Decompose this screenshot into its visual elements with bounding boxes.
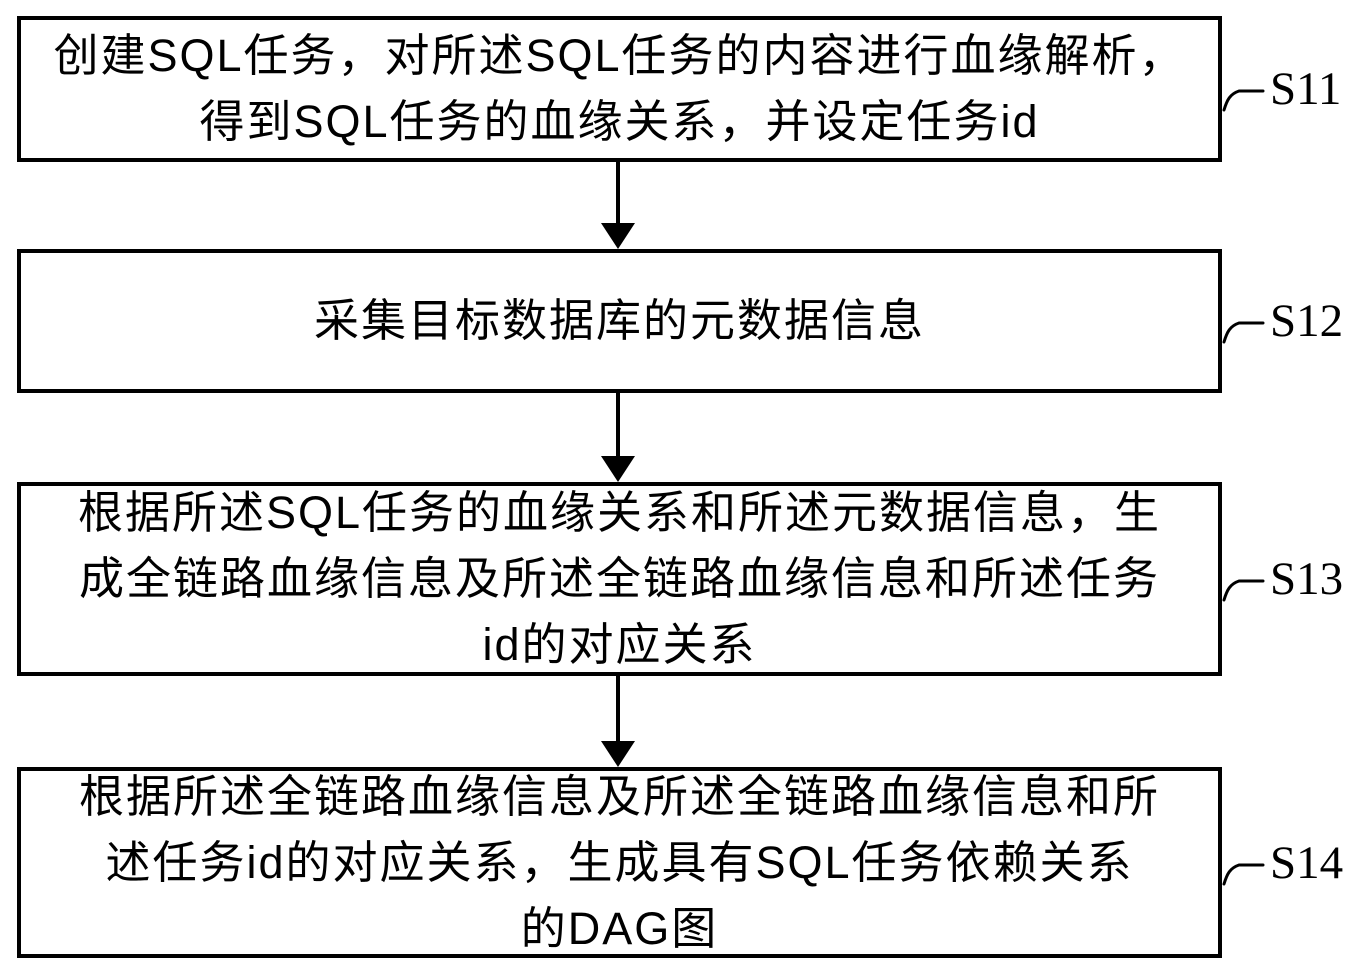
flow-arrowhead-down-icon xyxy=(601,741,635,767)
box-s11-text-line-2: 得到SQL任务的血缘关系，并设定任务id xyxy=(199,96,1040,147)
flow-arrow-line-1 xyxy=(616,162,620,226)
step-label-text: S12 xyxy=(1270,295,1344,347)
box-s13-text-line-1: 根据所述SQL任务的血缘关系和所述元数据信息，生 xyxy=(77,487,1162,538)
process-box-s12: 采集目标数据库的元数据信息 xyxy=(17,249,1222,393)
connector-tick-icon xyxy=(1222,579,1265,602)
box-s11-text-line-1: 创建SQL任务，对所述SQL任务的内容进行血缘解析， xyxy=(53,30,1186,81)
step-label-s11: S11 xyxy=(1222,63,1341,115)
step-label-text: S14 xyxy=(1270,837,1344,889)
box-s13-text-line-3: id的对应关系 xyxy=(482,619,757,670)
connector-tick-icon xyxy=(1222,89,1265,112)
connector-tick-icon xyxy=(1222,863,1265,886)
step-label-s12: S12 xyxy=(1222,295,1343,347)
box-s14-text-line-2: 述任务id的对应关系，生成具有SQL任务依赖关系 xyxy=(105,836,1134,888)
flow-arrow-line-3 xyxy=(616,676,620,744)
process-box-s13: 根据所述SQL任务的血缘关系和所述元数据信息，生 成全链路血缘信息及所述全链路血… xyxy=(17,482,1222,676)
step-label-s13: S13 xyxy=(1222,553,1343,605)
process-box-s14: 根据所述全链路血缘信息及所述全链路血缘信息和所 述任务id的对应关系，生成具有S… xyxy=(17,767,1222,958)
box-s14-text-line-3: 的DAG图 xyxy=(520,902,719,954)
flow-arrowhead-down-icon xyxy=(601,456,635,482)
flow-arrow-line-2 xyxy=(616,393,620,459)
step-label-text: S11 xyxy=(1270,63,1342,115)
box-s13-text-line-2: 成全链路血缘信息及所述全链路血缘信息和所述任务 xyxy=(78,553,1160,604)
step-label-text: S13 xyxy=(1270,553,1344,605)
process-box-s11: 创建SQL任务，对所述SQL任务的内容进行血缘解析， 得到SQL任务的血缘关系，… xyxy=(17,16,1222,162)
flow-arrowhead-down-icon xyxy=(601,223,635,249)
box-s14-text-line-1: 根据所述全链路血缘信息及所述全链路血缘信息和所 xyxy=(78,770,1160,822)
box-s12-text-line-1: 采集目标数据库的元数据信息 xyxy=(313,295,925,346)
step-label-s14: S14 xyxy=(1222,837,1343,889)
connector-tick-icon xyxy=(1222,321,1265,344)
